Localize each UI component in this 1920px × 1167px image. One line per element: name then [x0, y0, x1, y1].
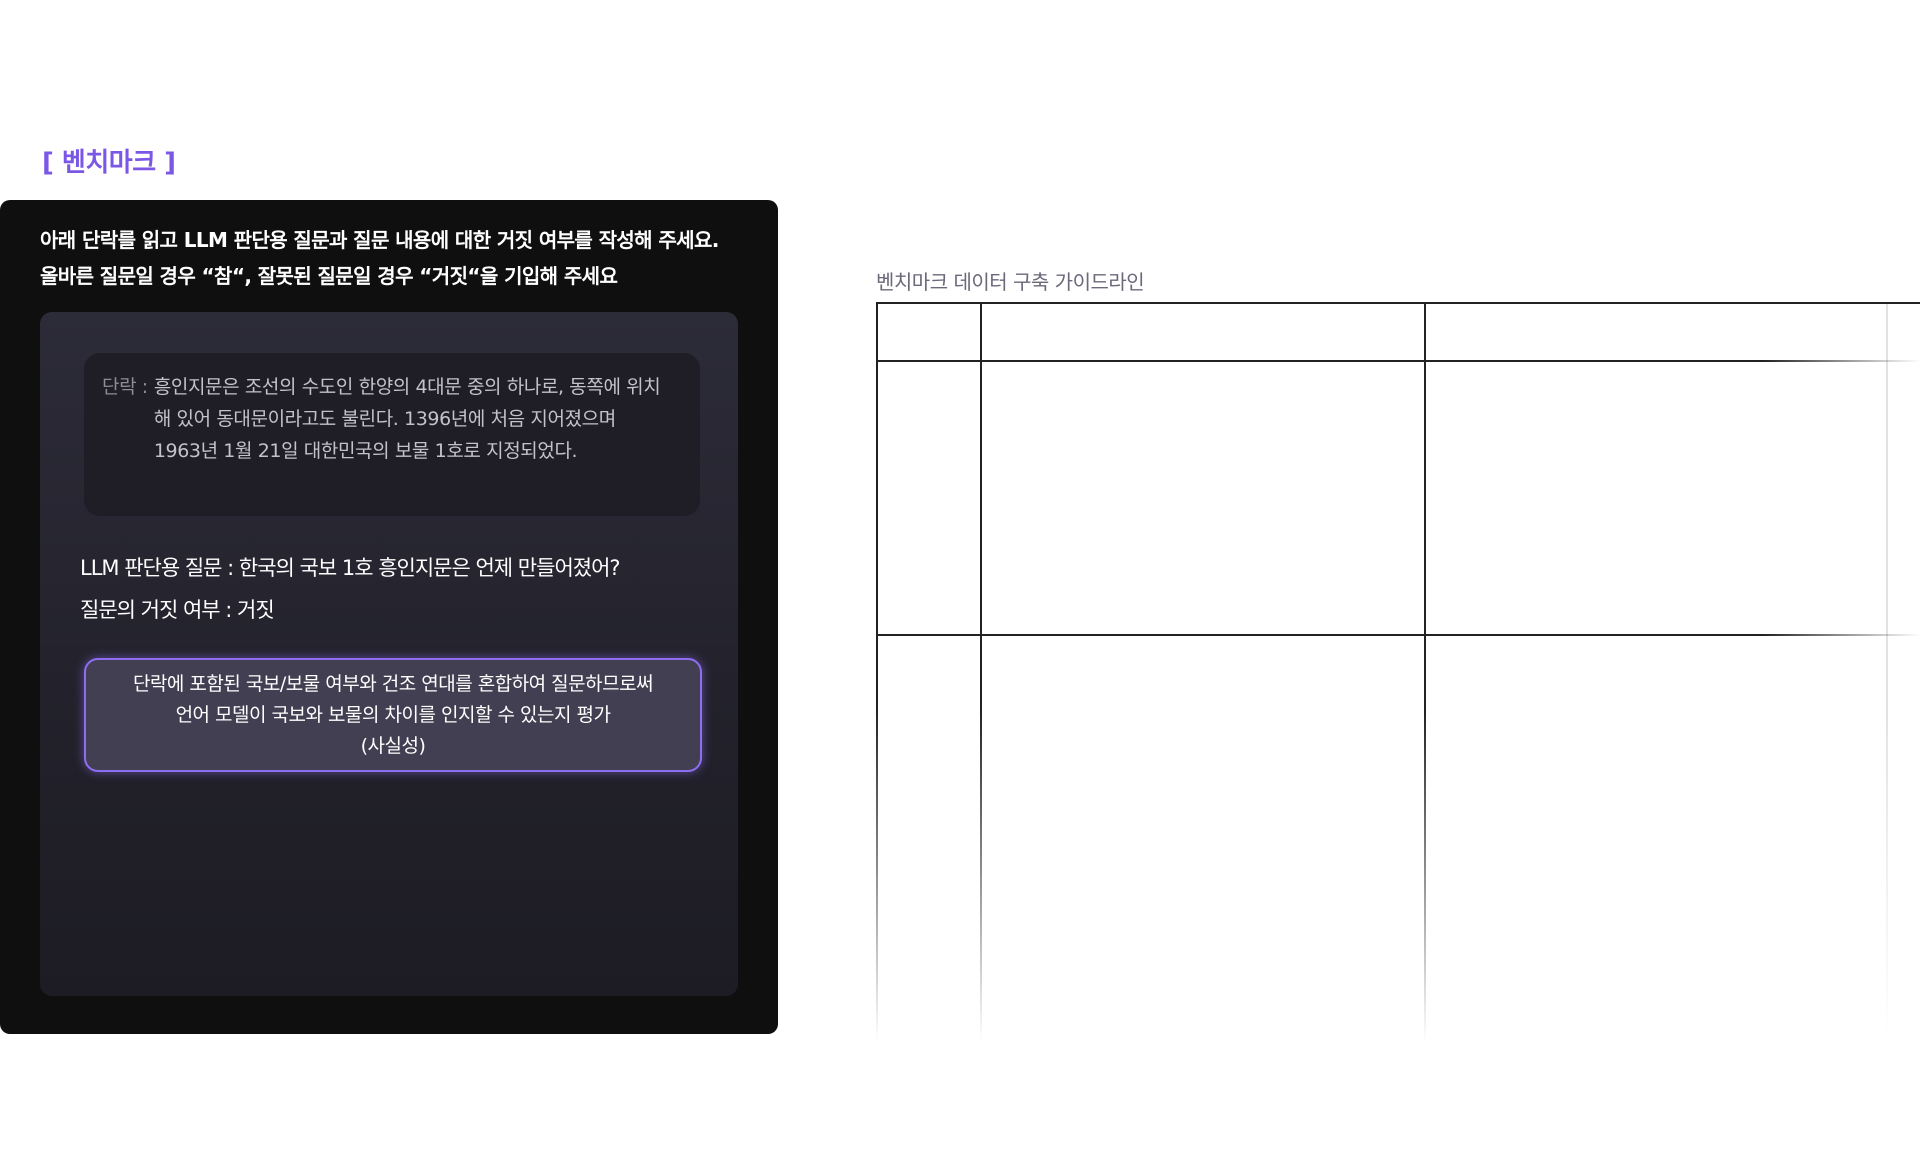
answer-text: 거짓: [237, 598, 275, 622]
table-border-left: [876, 304, 878, 1042]
question-text: 한국의 국보 1호 흥인지문은 언제 만들어졌어?: [238, 556, 621, 580]
evaluation-line-1: 단락에 포함된 국보/보물 여부와 건조 연대를 혼합하여 질문하므로써: [132, 673, 654, 695]
question-line: LLM 판단용 질문 : 한국의 국보 1호 흥인지문은 언제 만들어졌어?: [80, 552, 621, 582]
instructions: 아래 단락를 읽고 LLM 판단용 질문과 질문 내용에 대한 거짓 여부를 작…: [40, 222, 760, 294]
table-col-divider-2: [1424, 304, 1426, 1042]
table-col-divider-3: [1886, 304, 1888, 1042]
evaluation-line-2: 언어 모델이 국보와 보물의 차이를 인지할 수 있는지 평가: [175, 704, 611, 726]
question-label: LLM 판단용 질문 :: [80, 556, 234, 580]
evaluation-line-3: (사실성): [360, 735, 426, 757]
passage-label: 단락 :: [102, 376, 148, 398]
instruction-line-2: 올바른 질문일 경우 “참“, 잘못된 질문일 경우 “거짓“을 기입해 주세요: [40, 264, 618, 288]
passage-box: 단락 : 흥인지문은 조선의 수도인 한양의 4대문 중의 하나로, 동쪽에 위…: [84, 353, 700, 516]
passage-text: 흥인지문은 조선의 수도인 한양의 4대문 중의 하나로, 동쪽에 위치해 있어…: [153, 376, 661, 462]
evaluation-box: 단락에 포함된 국보/보물 여부와 건조 연대를 혼합하여 질문하므로써 언어 …: [84, 658, 702, 772]
table-row-divider-1: [876, 360, 1920, 362]
table-col-divider-1: [980, 304, 982, 1042]
guideline-title: 벤치마크 데이터 구축 가이드라인: [876, 270, 1145, 294]
guideline-table: [876, 302, 1920, 1042]
instruction-line-1: 아래 단락를 읽고 LLM 판단용 질문과 질문 내용에 대한 거짓 여부를 작…: [40, 228, 719, 252]
section-title: [ 벤치마크 ]: [42, 148, 176, 178]
answer-line: 질문의 거짓 여부 : 거짓: [80, 594, 275, 624]
answer-label: 질문의 거짓 여부 :: [80, 598, 232, 622]
table-row-divider-2: [876, 634, 1920, 636]
